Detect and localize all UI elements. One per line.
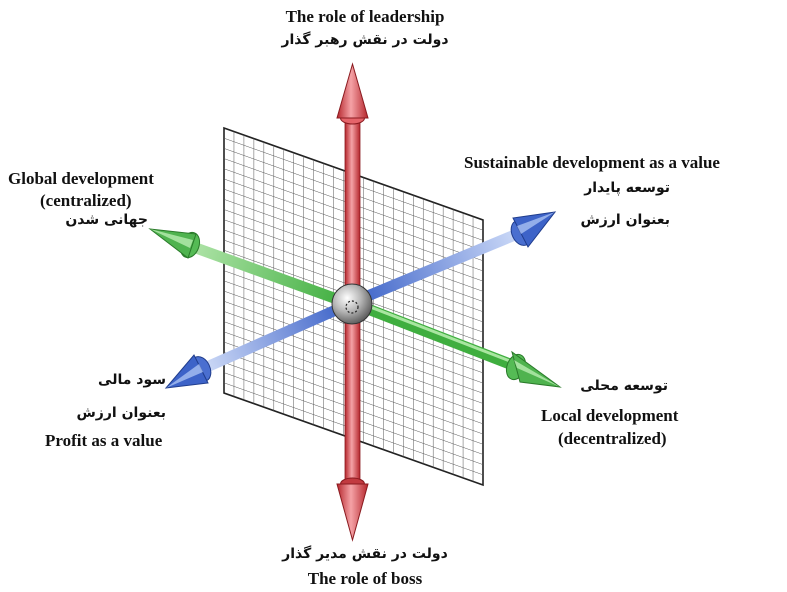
blue-axis-lower-left [164, 300, 348, 389]
right-label-en-2: (decentralized) [558, 429, 667, 448]
upper-right-label-fa-1: توسعه پایدار [584, 180, 670, 196]
lower-left-label-fa-2: بعنوان ارزش [76, 405, 166, 421]
bottom-label-en: The role of boss [307, 569, 423, 588]
left-label-en-2: (centralized) [40, 191, 132, 210]
red-axis-vertical [336, 62, 369, 542]
left-label-en-1: Global development [8, 169, 154, 188]
top-label-fa: دولت در نقش رهبر گذار [281, 32, 449, 48]
top-label-en: The role of leadership [285, 7, 445, 26]
upper-right-label-fa-2: بعنوان ارزش [580, 212, 670, 228]
lower-left-label-en: Profit as a value [45, 431, 163, 450]
right-label-en-1: Local development [541, 406, 679, 425]
green-axis-left [148, 228, 347, 308]
bottom-label-fa: دولت در نقش مدیر گذار [282, 546, 448, 562]
left-label-fa: جهانی شدن [65, 212, 148, 228]
lower-left-label-fa-1: سود مالی [98, 372, 166, 388]
green-axis-right [358, 300, 562, 388]
center-sphere [331, 283, 373, 325]
blue-axis-upper-right [355, 211, 557, 306]
right-label-fa: توسعه محلی [580, 378, 668, 394]
upper-right-label-en: Sustainable development as a value [464, 153, 720, 172]
